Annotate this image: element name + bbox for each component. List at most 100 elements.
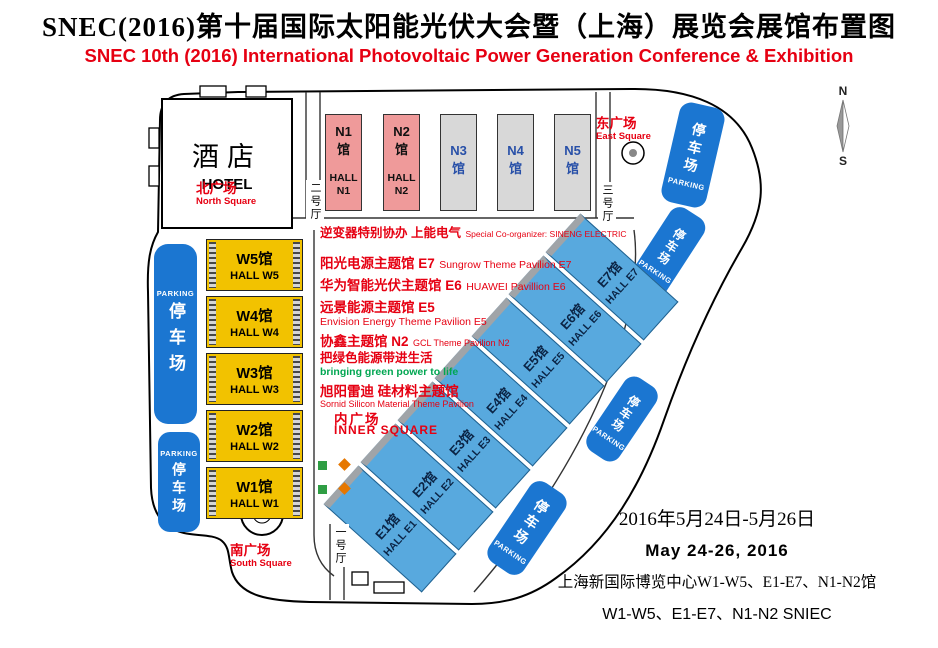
- parking-label-en: PARKING: [156, 288, 195, 298]
- hall-w5-hall: HALL W5: [230, 270, 279, 282]
- annotation-gcl-en: GCL Theme Pavilion N2: [412, 338, 510, 348]
- parking-label-en: PARKING: [667, 174, 706, 192]
- hall-n3-code: N3: [450, 143, 467, 158]
- annotation-envision-en: Envision Energy Theme Pavilion E5: [320, 312, 487, 330]
- east-fountain: [621, 141, 645, 165]
- facility-marker-green: [318, 485, 327, 494]
- annotation-sungrow: 阳光电源主题馆 E7 Sungrow Theme Pavilion E7: [320, 252, 572, 273]
- hall-n1-guan: 馆: [336, 142, 350, 157]
- hall-n3-guan: 馆: [451, 161, 465, 176]
- page-title-en: SNEC 10th (2016) International Photovolt…: [84, 45, 854, 66]
- event-date-cn: 2016年5月24日-5月26日: [618, 509, 816, 530]
- south-square-label: 南广场 South Square: [230, 543, 292, 569]
- hall-w2-hall: HALL W2: [230, 441, 279, 453]
- gate1-label: 一号厅: [331, 524, 349, 567]
- hall-w3-name: W3馆: [236, 366, 273, 382]
- hotel-label-en: HOTEL: [201, 175, 253, 193]
- east-square-label: 东广场 East Square: [596, 116, 651, 142]
- hall-w1: W1馆 HALL W1: [206, 467, 303, 519]
- compass-s-label: S: [839, 154, 847, 168]
- parking-area-west-upper: PARKING 停车场: [154, 244, 197, 424]
- small-buildings: [148, 85, 405, 594]
- compass-needle: [836, 99, 844, 153]
- dock-strip: [209, 356, 216, 402]
- dock-strip: [293, 242, 300, 288]
- north-square-cn: 北广场: [196, 181, 237, 196]
- hall-n1-hall1: HALL: [329, 171, 358, 184]
- annotation-green-en-text: bringing green power to life: [320, 366, 459, 378]
- parking-label-en: PARKING: [160, 448, 198, 458]
- hall-n1-hall2: N1: [336, 184, 351, 197]
- inner-square-en: INNER SQUARE: [334, 423, 439, 437]
- hall-n3: N3 馆: [440, 114, 477, 211]
- hall-n2: N2 馆 HALL N2: [383, 114, 420, 211]
- hotel-label-cn: 酒店: [192, 141, 262, 172]
- hall-n5-code: N5: [564, 143, 581, 158]
- hall-n1: N1 馆 HALL N1: [325, 114, 362, 211]
- hall-w2: W2馆 HALL W2: [206, 410, 303, 462]
- page-title-cn: SNEC(2016)第十届国际太阳能光伏大会暨（上海）展览会展馆布置图: [41, 12, 896, 42]
- inner-square-cn: 内广场: [334, 412, 381, 427]
- parking-label-cn: 停车场: [171, 461, 187, 516]
- compass-n-label: N: [839, 84, 848, 98]
- venue-en: W1-W5、E1-E7、N1-N2 SNIEC: [602, 606, 832, 623]
- annotation-sungrow-cn: 阳光电源主题馆 E7: [320, 256, 435, 271]
- hall-w4: W4馆 HALL W4: [206, 296, 303, 348]
- hall-n2-code: N2: [393, 124, 410, 139]
- hall-w2-name: W2馆: [236, 423, 273, 439]
- compass-needle-right: [842, 99, 850, 153]
- parking-label-cn: 停车场: [653, 224, 689, 268]
- site-outline: [146, 87, 762, 606]
- hall-n5-guan: 馆: [565, 161, 579, 176]
- annotation-green-en: bringing green power to life: [320, 362, 458, 380]
- compass: N S: [836, 84, 850, 168]
- dock-strip: [209, 299, 216, 345]
- hall-w4-hall: HALL W4: [230, 327, 279, 339]
- dock-strip: [209, 242, 216, 288]
- event-date-en: May 24-26, 2016: [645, 541, 789, 560]
- annotation-green-cn-text: 把绿色能源带进生活: [320, 351, 433, 365]
- annotation-sineng-cn: 逆变器特别协办 上能电气: [320, 226, 461, 240]
- dock-strip: [293, 356, 300, 402]
- north-square-label: 北广场 North Square: [196, 181, 256, 207]
- east-square-en: East Square: [596, 130, 651, 142]
- hall-w5-name: W5馆: [236, 252, 273, 268]
- dock-strip: [293, 299, 300, 345]
- north-square-en: North Square: [196, 195, 257, 207]
- hall-n2-hall1: HALL: [387, 171, 416, 184]
- annotation-sineng-en: Special Co-organizer: SINENG ELECTRIC: [465, 229, 627, 239]
- hall-w4-name: W4馆: [236, 309, 273, 325]
- dock-strip: [209, 413, 216, 459]
- gate3-label: 三号厅: [598, 182, 616, 225]
- dock-strip: [293, 413, 300, 459]
- hotel-block: 酒店 HOTEL: [161, 98, 293, 229]
- parking-label-cn: 停车场: [166, 301, 185, 380]
- annotation-envision-en-text: Envision Energy Theme Pavilion E5: [320, 316, 487, 328]
- hall-n4-code: N4: [507, 143, 524, 158]
- hall-w5: W5馆 HALL W5: [206, 239, 303, 291]
- hall-n2-hall2: N2: [394, 184, 409, 197]
- hall-w3: W3馆 HALL W3: [206, 353, 303, 405]
- gate2-label: 二号厅: [306, 180, 324, 223]
- hall-n1-code: N1: [335, 124, 352, 139]
- annotation-green-cn: 把绿色能源带进生活: [320, 347, 433, 367]
- annotation-gcl: 协鑫主题馆 N2 GCL Theme Pavilion N2: [320, 330, 510, 351]
- hall-w1-name: W1馆: [236, 480, 273, 496]
- annotation-envision-cn-text: 远景能源主题馆 E5: [320, 300, 435, 315]
- parking-label-cn: 停车场: [680, 120, 709, 177]
- venue-cn: 上海新国际博览中心W1-W5、E1-E7、N1-N2馆: [557, 574, 877, 591]
- annotation-sineng: 逆变器特别协办 上能电气 Special Co-organizer: SINEN…: [320, 222, 627, 242]
- hall-n4-guan: 馆: [508, 161, 522, 176]
- parking-area-west-lower: PARKING 停车场: [158, 432, 200, 532]
- dock-strip: [293, 470, 300, 516]
- annotation-gcl-cn: 协鑫主题馆 N2: [320, 334, 409, 349]
- east-square-cn: 东广场: [596, 116, 637, 131]
- annotation-huawei-en: HUAWEI Pavillion E6: [466, 281, 566, 293]
- annotation-huawei: 华为智能光伏主题馆 E6 HUAWEI Pavillion E6: [320, 274, 566, 295]
- south-square-en: South Square: [230, 557, 292, 569]
- annotation-sornid-en-text: Sornid Silicon Material Theme Pavilion: [320, 399, 474, 409]
- hall-w3-hall: HALL W3: [230, 384, 279, 396]
- event-info-block: 2016年5月24日-5月26日 May 24-26, 2016 上海新国际博览…: [552, 505, 882, 631]
- annotation-huawei-cn: 华为智能光伏主题馆 E6: [320, 278, 462, 293]
